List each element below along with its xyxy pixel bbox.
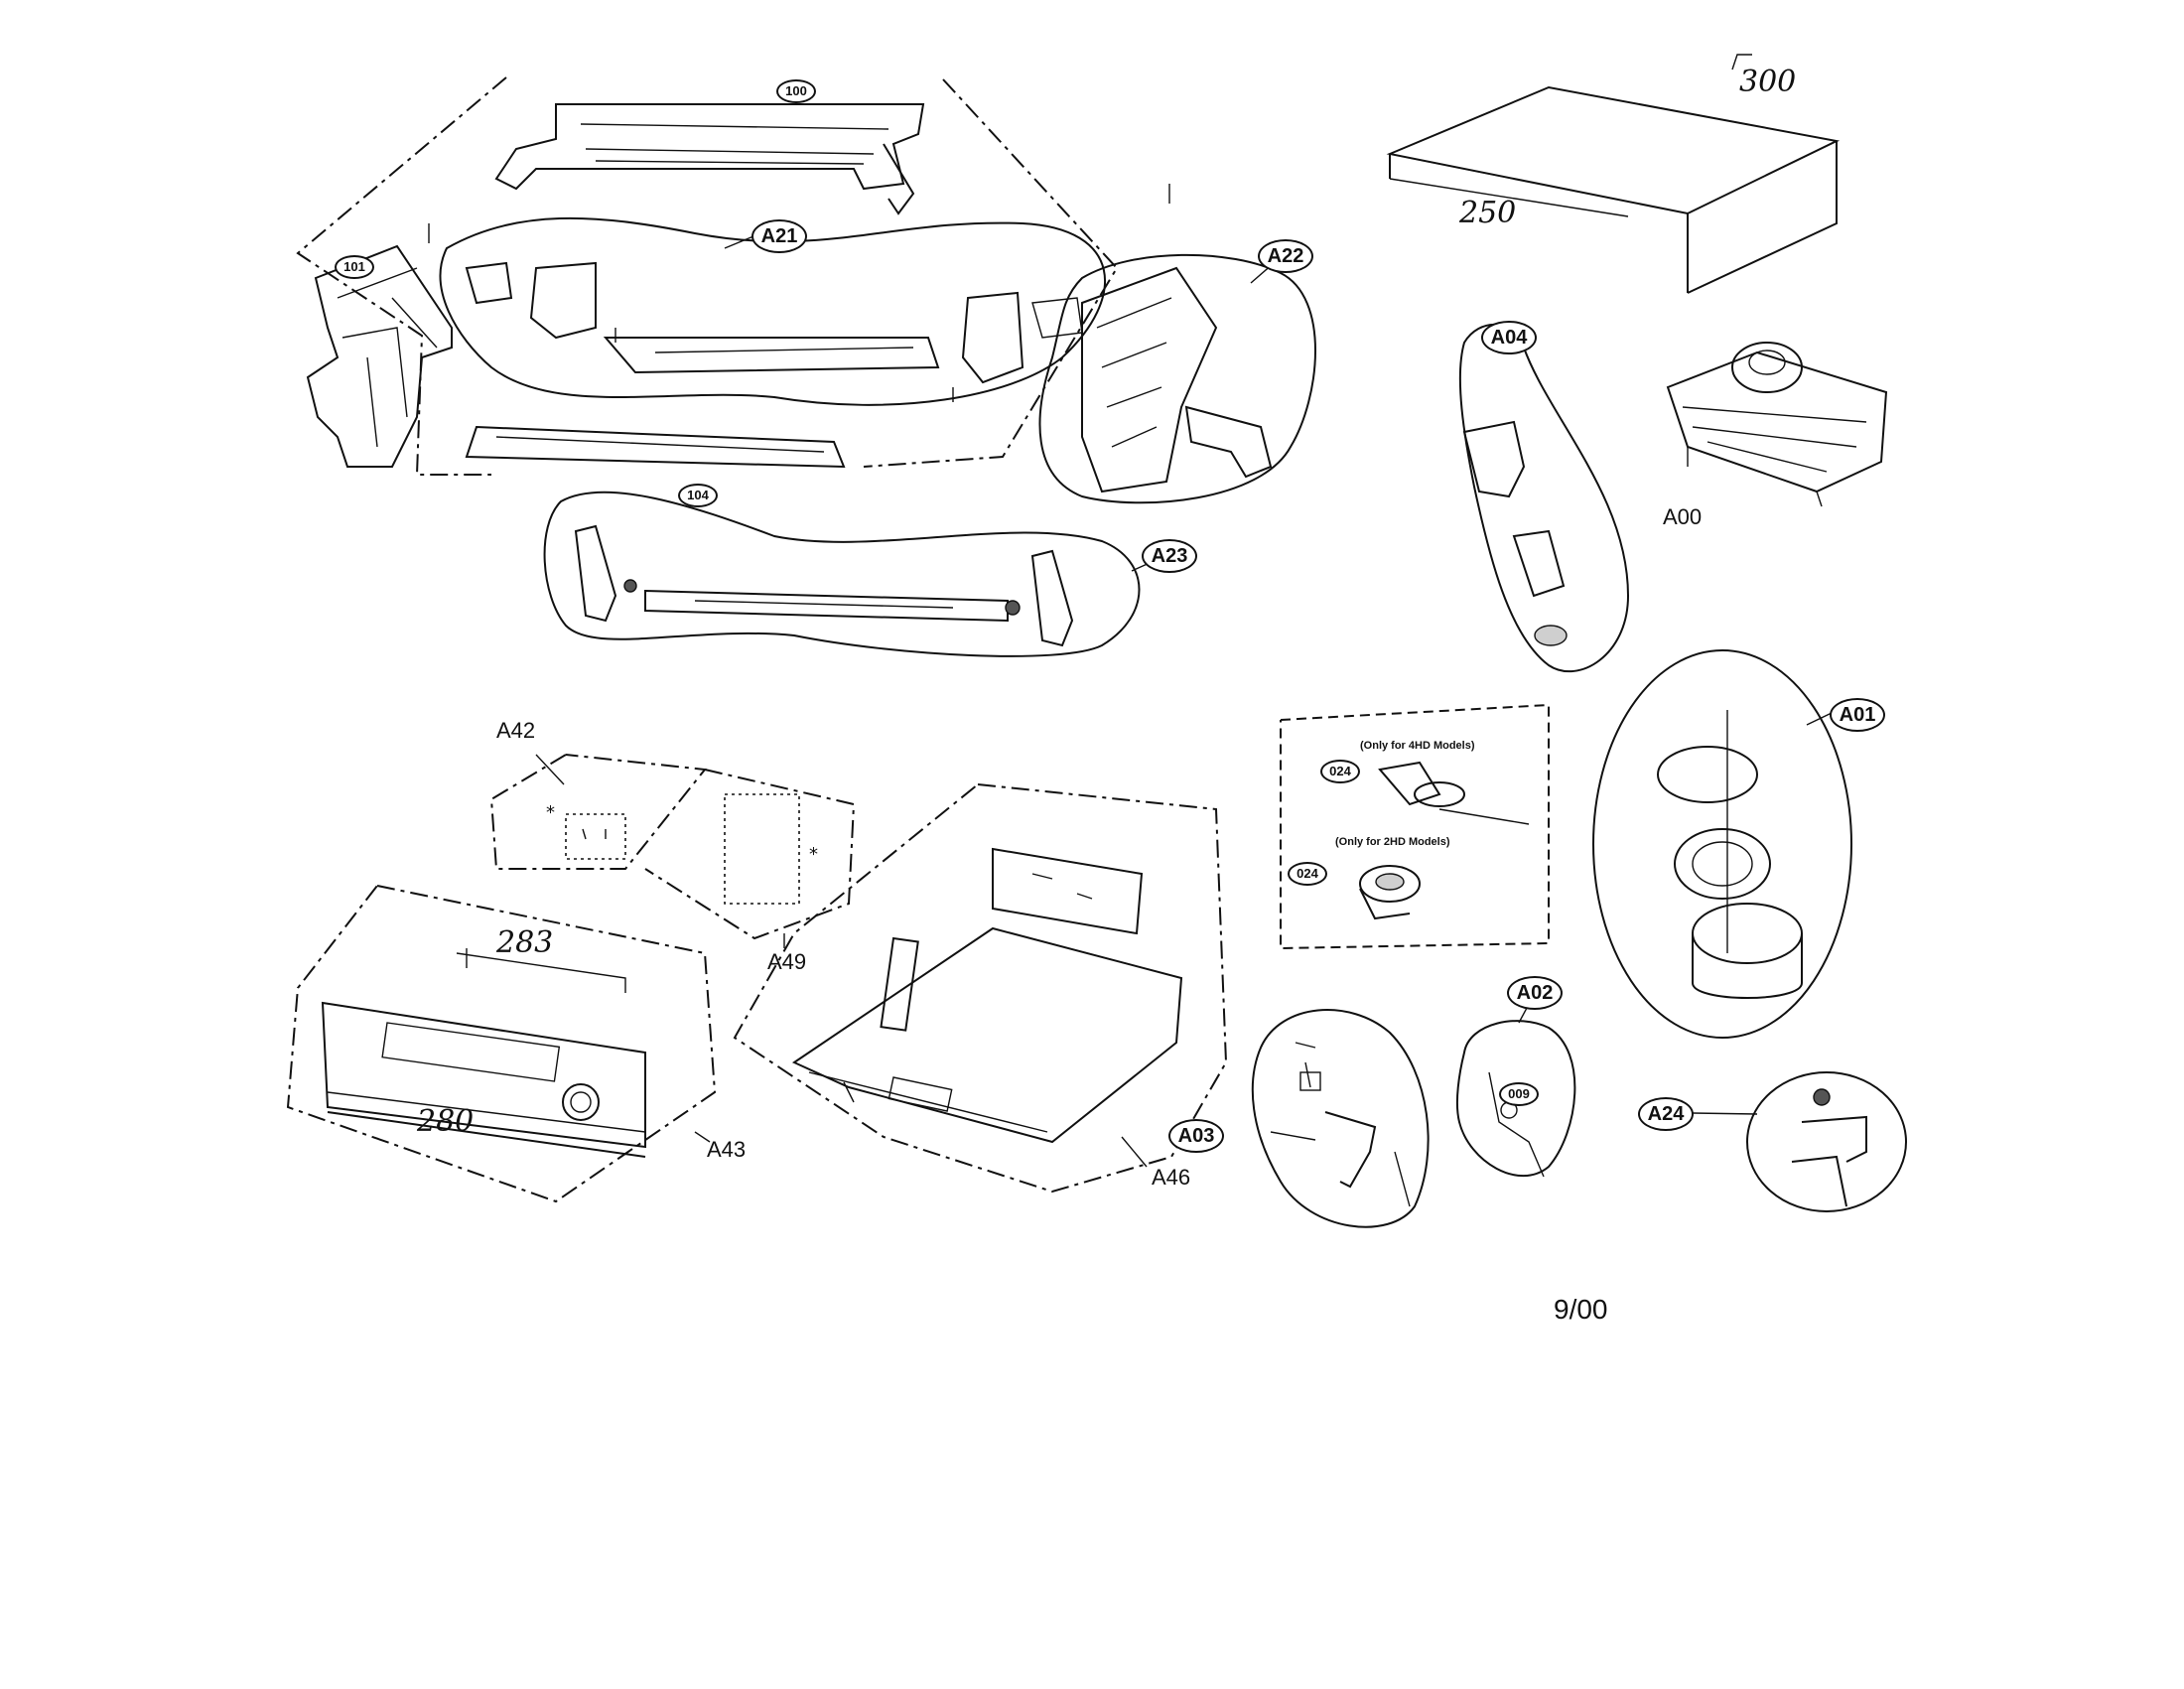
note-4hd-models: (Only for 4HD Models) (1360, 740, 1475, 752)
label-A46: A46 (1152, 1165, 1191, 1190)
head-options-drawing (1280, 703, 1550, 950)
callout-A04: A04 (1481, 321, 1537, 354)
label-280: 280 (417, 1104, 475, 1139)
callout-A03: A03 (1168, 1119, 1224, 1153)
callout-A02: A02 (1507, 976, 1563, 1010)
label-300: 300 (1739, 65, 1797, 99)
callout-009: 009 (1499, 1082, 1539, 1106)
label-A42: A42 (496, 718, 536, 743)
a03-assembly-drawing (1251, 1009, 1430, 1228)
callout-100: 100 (776, 79, 816, 103)
label-A00: A00 (1663, 504, 1703, 529)
label-250: 250 (1459, 196, 1517, 230)
leader-lines (535, 233, 1833, 1168)
a24-assembly-drawing (1746, 1071, 1907, 1212)
callout-A24: A24 (1638, 1097, 1694, 1131)
label-A49: A49 (767, 949, 807, 974)
top-cover-drawing (1386, 54, 1841, 294)
callout-A21: A21 (751, 219, 807, 253)
motor-assembly-drawing (1458, 323, 1630, 673)
label-283: 283 (496, 925, 554, 960)
chassis-assembly-drawing (296, 76, 1316, 657)
callout-024-2hd: 024 (1288, 862, 1327, 886)
callout-024-4hd: 024 (1320, 760, 1360, 783)
callout-A01: A01 (1830, 698, 1885, 732)
main-board-drawing (733, 783, 1228, 1194)
callout-A22: A22 (1258, 239, 1313, 273)
callout-A23: A23 (1142, 539, 1197, 573)
front-panel-drawing (286, 885, 717, 1203)
label-A43: A43 (707, 1137, 747, 1162)
star-marker-a42: * (546, 802, 555, 823)
deck-mechanism-drawing (1666, 342, 1888, 507)
label-panels-drawing (489, 754, 856, 940)
star-marker-a49: * (809, 844, 818, 865)
callout-101: 101 (335, 255, 374, 279)
date-label: 9/00 (1554, 1294, 1608, 1325)
callout-104: 104 (678, 484, 718, 507)
drum-assembly-drawing (1592, 649, 1852, 1039)
note-2hd-models: (Only for 2HD Models) (1335, 836, 1450, 848)
